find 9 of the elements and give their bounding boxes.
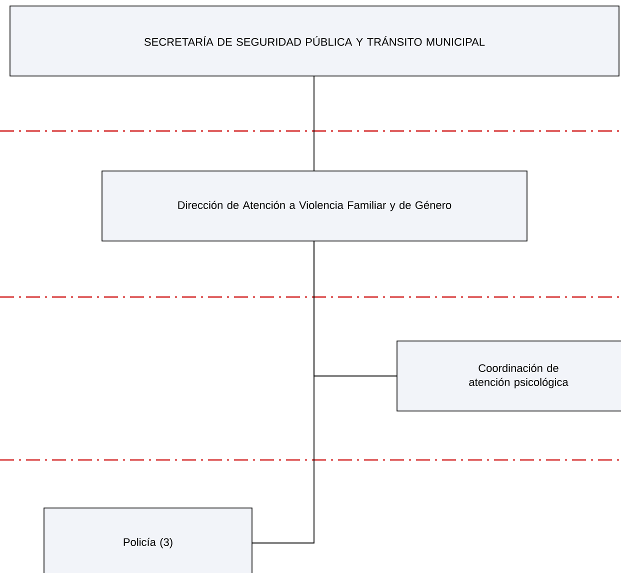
box-label: SECRETARÍA DE SEGURIDAD PÚBLICA Y TRÁNSITO MUNICIPAL (144, 36, 485, 46)
box-label: Coordinación de atención psicológica (469, 364, 568, 388)
org-box (10, 6, 620, 76)
box-label: Dirección de Atención a Violencia Familiar y de Género (178, 200, 452, 212)
org-box (44, 508, 252, 573)
connector-line (252, 240, 314, 544)
box-label: Policía (3) (124, 538, 172, 548)
org-box (396, 340, 621, 412)
org-box (102, 170, 528, 242)
